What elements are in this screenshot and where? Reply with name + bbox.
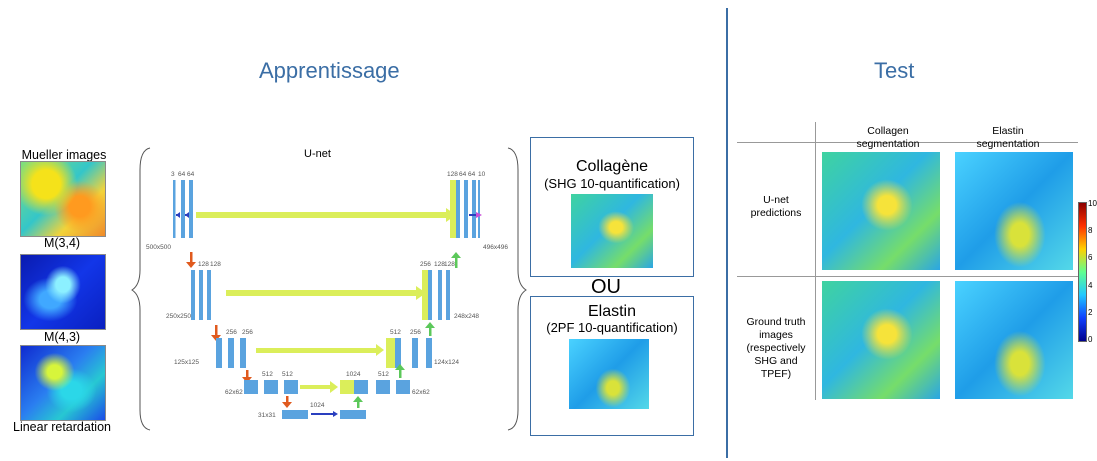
row-header-ground-truth: Ground truth images (respectively SHG an… [746,316,806,380]
unet-title: U-net [304,148,331,160]
svg-text:512: 512 [282,371,293,378]
svg-text:496x496: 496x496 [483,244,508,251]
pred-elastin-image [955,152,1073,270]
mueller-m43-image [20,254,106,330]
svg-text:512: 512 [378,371,389,378]
colorbar-tick-2: 2 [1088,308,1093,317]
collagen-title: Collagène [575,158,649,175]
col-header-collagen: Collagen segmentation [856,125,920,150]
colorbar-tick-4: 4 [1088,281,1093,290]
elastin-subtitle: (2PF 10-quantification) [546,320,678,335]
elastin-output-box: Elastin (2PF 10-quantification) [530,296,694,436]
svg-text:62x62: 62x62 [225,389,243,396]
colorbar-tick-6: 6 [1088,253,1093,262]
mueller-m34-image [20,161,106,237]
svg-text:512: 512 [390,329,401,336]
svg-text:1024: 1024 [310,402,325,409]
svg-text:64: 64 [187,171,195,178]
svg-text:256: 256 [242,329,253,336]
svg-text:31x31: 31x31 [258,412,276,419]
collagen-output-image [571,194,653,268]
svg-text:64: 64 [459,171,467,178]
section-divider [726,8,728,458]
apprentissage-title: Apprentissage [259,58,400,83]
svg-text:1024: 1024 [346,371,361,378]
svg-text:128: 128 [447,171,458,178]
colorbar-tick-8: 8 [1088,226,1093,235]
svg-text:124x124: 124x124 [434,359,459,366]
gt-collagen-image [822,281,940,399]
svg-text:125x125: 125x125 [174,359,199,366]
colorbar [1078,202,1087,342]
svg-text:500x500: 500x500 [146,244,171,251]
elastin-output-image [569,339,649,409]
or-label: OU [591,276,621,298]
svg-text:512: 512 [262,371,273,378]
right-brace [507,147,527,431]
colorbar-tick-0: 0 [1088,335,1093,344]
svg-text:64: 64 [468,171,476,178]
svg-text:64: 64 [178,171,186,178]
mueller-m43-label: M(4,3) [43,330,81,344]
test-title: Test [874,58,915,83]
mueller-images-title: Mueller images [21,148,107,162]
mueller-m34-label: M(3,4) [43,236,81,250]
collagen-subtitle: (SHG 10-quantification) [544,176,680,191]
unet-level-4: 512 512 1024 512 62x62 62x62 [225,371,430,396]
colorbar-tick-10: 10 [1088,199,1097,208]
svg-text:10: 10 [478,171,486,178]
svg-text:248x248: 248x248 [454,313,479,320]
svg-text:128: 128 [210,261,221,268]
unet-level-5: 1024 31x31 [258,402,366,419]
svg-text:256: 256 [420,261,431,268]
gt-elastin-image [955,281,1073,399]
svg-text:128: 128 [434,261,445,268]
collagen-output-box: Collagène (SHG 10-quantification) [530,137,694,277]
svg-text:128: 128 [444,261,455,268]
test-grid-vline [815,122,816,400]
svg-text:256: 256 [226,329,237,336]
svg-text:128: 128 [198,261,209,268]
elastin-title: Elastin [587,303,637,320]
col-header-elastin: Elastin segmentation [976,125,1040,150]
svg-text:62x62: 62x62 [412,389,430,396]
linear-retardation-image [20,345,106,421]
left-brace [131,147,151,431]
svg-text:250x250: 250x250 [166,313,191,320]
svg-text:3: 3 [171,171,175,178]
unet-level-3: 256 256 512 256 125x125 124x124 [174,329,459,368]
svg-text:256: 256 [410,329,421,336]
test-grid-hline-top [737,142,1078,143]
row-header-predictions: U-net predictions [750,194,802,219]
linear-retardation-label: Linear retardation [13,420,111,434]
pred-collagen-image [822,152,940,270]
test-grid-hline-mid [737,276,1078,277]
